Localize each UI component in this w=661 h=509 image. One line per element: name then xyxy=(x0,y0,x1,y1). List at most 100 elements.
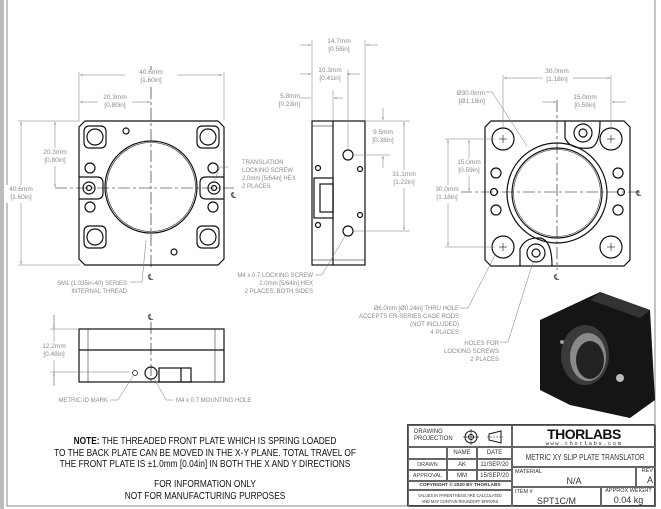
weight-value: 0.04 kg xyxy=(613,495,644,505)
dim-bottom-height-mm: 12.2mm xyxy=(42,343,65,350)
callout-thru-hole-4: 4 PLACES xyxy=(430,330,459,336)
dim-half-height-in: [0.80in] xyxy=(44,157,66,164)
travel-note: NOTE: THE THREADED FRONT PLATE WHICH IS … xyxy=(10,436,400,471)
values-note-1: VALUES IN PARENTHESIS ARE CALCULATED xyxy=(418,493,502,498)
bottom-view xyxy=(78,328,225,383)
rev-value: A xyxy=(646,475,653,485)
dim-screw-offset-mm: 10.3mm xyxy=(318,67,341,74)
drawn-date: 11/SEP/20 xyxy=(477,459,512,470)
dim-bore-in: [Ø1.18in] xyxy=(459,98,486,105)
rear-view xyxy=(484,120,631,267)
dim-bottom-height-in: [0.48in] xyxy=(43,351,65,358)
dim-rod-spacing-x-in: [1.18in] xyxy=(546,76,568,83)
isometric-render xyxy=(540,292,655,418)
dim-half-height-mm: 20.3mm xyxy=(43,149,66,156)
third-angle-projection-icon xyxy=(463,429,503,445)
approval-label: APPROVAL xyxy=(408,470,447,481)
name-header: NAME xyxy=(447,447,477,459)
approval-date: 15/SEP/20 xyxy=(477,470,512,481)
dim-rod-spacing-y-mm: 30.0mm xyxy=(435,186,458,193)
dim-height-in: [1.60in] xyxy=(10,194,32,201)
callout-thru-hole-3: (NOT INCLUDED) xyxy=(410,322,459,328)
dim-width-in: [1.60in] xyxy=(140,77,162,84)
callout-translation-screw-3: 2.0mm [5/64in] HEX xyxy=(242,176,296,182)
centerline-mark: ℄ xyxy=(553,273,560,282)
callout-locking-holes-1: HOLES FOR xyxy=(464,341,499,347)
callout-locking-screw-3: 2 PLACES, BOTH SIDES xyxy=(245,289,313,295)
material-value: N/A xyxy=(566,476,582,486)
rev-label: REV xyxy=(641,468,653,474)
dim-rod-spacing-y-in: [1.18in] xyxy=(436,194,458,201)
note-label: NOTE: xyxy=(73,436,100,447)
dim-screw-top-mm: 9.5mm xyxy=(373,129,393,136)
side-view xyxy=(311,120,366,266)
centerline-mark: ℄ xyxy=(147,313,154,322)
callout-thread-2: INTERNAL THREAD xyxy=(71,289,127,295)
centerline-mark: ℄ xyxy=(147,273,154,282)
dim-half-spacing-x-in: [0.59in] xyxy=(574,102,596,109)
dim-screw-spacing-in: [1.22in] xyxy=(393,179,415,186)
callout-thru-hole-1: Ø6.0mm [Ø0.24in] THRU HOLE xyxy=(374,306,459,312)
dim-screw-spacing-mm: 31.1mm xyxy=(392,171,415,178)
date-header: DATE xyxy=(477,447,512,459)
callout-thread-1: SM1 (1.035in-40) SERIES xyxy=(57,281,127,287)
disclaimer: FOR INFORMATION ONLY NOT FOR MANUFACTURI… xyxy=(10,479,400,502)
projection-label-2: PROJECTION xyxy=(414,436,453,442)
front-view xyxy=(78,120,225,266)
callout-translation-screw-2: LOCKING SCREW xyxy=(242,168,293,174)
item-value: SPT1C/M xyxy=(536,496,576,506)
note-line-1: THE THREADED FRONT PLATE WHICH IS SPRING… xyxy=(101,436,337,447)
drawing-title-cell: METRIC XY SLIP PLATE TRANSLATOR xyxy=(512,447,656,467)
thorlabs-logo: THORLABS xyxy=(547,426,621,442)
drawn-label: DRAWN xyxy=(408,459,447,470)
item-cell: ITEM # SPT1C/M xyxy=(512,487,601,507)
drawn-name: AK xyxy=(447,459,477,470)
callout-thru-hole-2: ACCEPTS ER-SERIES CAGE RODS xyxy=(359,314,459,320)
approval-name: MM xyxy=(447,470,477,481)
note-line-3: THE FRONT PLATE IS ±1.0mm [0.04in] IN BO… xyxy=(59,459,351,470)
callout-id-mark: METRIC ID MARK xyxy=(58,398,108,404)
dim-half-spacing-y-mm: 15.0mm xyxy=(457,159,480,166)
callout-locking-screw-2: 2.0mm [5/64in] HEX xyxy=(259,281,313,287)
weight-label: APPROX WEIGHT xyxy=(605,488,652,494)
note-line-2: TO THE BACK PLATE CAN BE MOVED IN THE X-… xyxy=(54,447,356,459)
dim-back-plate-mm: 5.8mm xyxy=(280,93,300,100)
callout-locking-screw-1: M4 x 0.7 LOCKING SCREW xyxy=(237,273,313,279)
copyright: COPYRIGHT © 2020 BY THORLABS xyxy=(408,481,512,490)
website: www.thorlabs.com xyxy=(545,440,623,447)
rev-cell: REV A xyxy=(636,467,656,487)
projection-cell: DRAWING PROJECTION xyxy=(408,425,512,447)
values-note-2: AND MAY CONTAIN ROUNDOFF ERRORS xyxy=(421,499,499,504)
dim-screw-top-in: [0.38in] xyxy=(372,137,394,144)
dim-bore-mm: Ø30.0mm xyxy=(456,90,485,97)
callout-locking-holes-3: 2 PLACES xyxy=(470,357,499,363)
logo-cell: THORLABS www.thorlabs.com xyxy=(512,425,656,447)
values-note: VALUES IN PARENTHESIS ARE CALCULATED AND… xyxy=(408,490,512,507)
dim-width-mm: 40.6mm xyxy=(139,69,162,76)
disclaimer-line-2: NOT FOR MANUFACTURING PURPOSES xyxy=(124,490,286,502)
dim-half-spacing-y-in: [0.59in] xyxy=(458,167,480,174)
material-cell: MATERIAL N/A xyxy=(512,467,636,487)
weight-cell: APPROX WEIGHT 0.04 kg xyxy=(601,487,656,507)
dim-half-spacing-x-mm: 15.0mm xyxy=(573,94,596,101)
dim-back-plate-in: [0.23in] xyxy=(279,101,301,108)
dim-total-depth-mm: 14.7mm xyxy=(327,38,350,45)
centerline-mark: ℄ xyxy=(635,189,642,198)
callout-locking-holes-2: LOCKING SCREWS xyxy=(444,349,499,355)
callout-translation-screw-4: 2 PLACES xyxy=(242,184,271,190)
callout-mounting-hole: M4 x 0.7 MOUNTING HOLE xyxy=(176,398,251,404)
disclaimer-line-1: FOR INFORMATION ONLY xyxy=(154,479,256,490)
callout-translation-screw-1: TRANSLATION xyxy=(242,160,284,166)
dim-half-width-mm: 20.3mm xyxy=(103,94,126,101)
centerline-mark: ℄ xyxy=(230,191,237,200)
item-label: ITEM # xyxy=(515,489,533,495)
dim-rod-spacing-x-mm: 30.0mm xyxy=(545,68,568,75)
material-label: MATERIAL xyxy=(515,469,543,475)
dim-screw-offset-in: [0.41in] xyxy=(319,75,341,82)
projection-label-1: DRAWING xyxy=(414,429,443,435)
dim-height-mm: 40.6mm xyxy=(9,186,32,193)
dim-half-width-in: [0.80in] xyxy=(104,102,126,109)
dim-total-depth-in: [0.58in] xyxy=(328,46,350,53)
title-block: DRAWING PROJECTION NAME DATE DRAWN AK 11… xyxy=(407,424,656,507)
